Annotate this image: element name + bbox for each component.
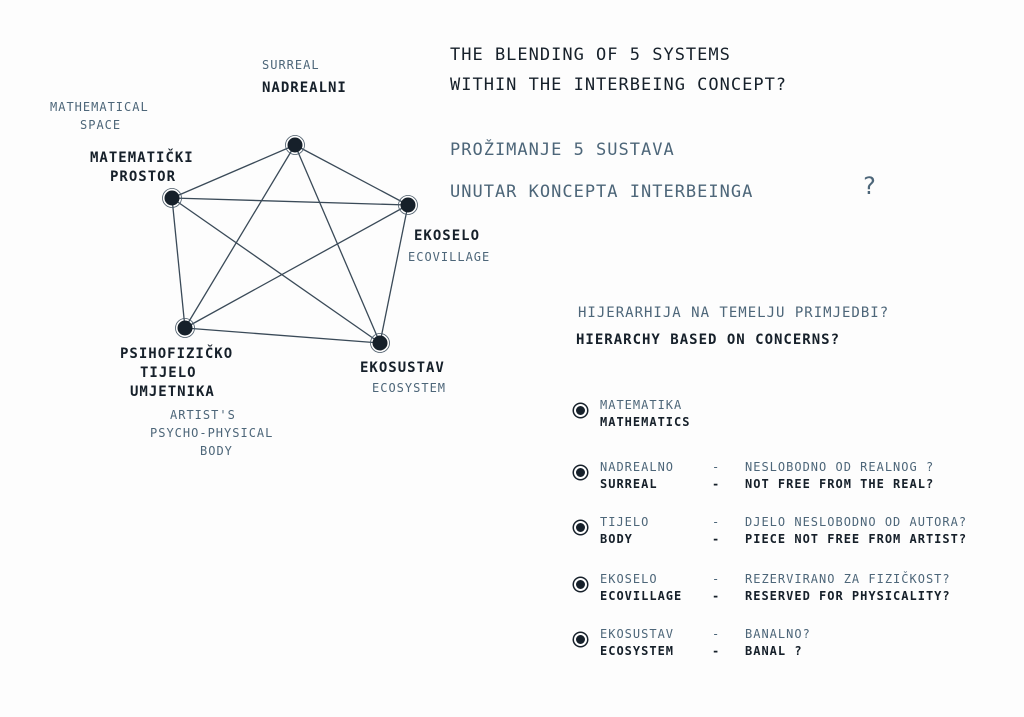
hierarchy-dash: - — [712, 627, 721, 641]
node-ekosustav — [372, 335, 388, 351]
hierarchy-item-hr: Tijelo — [600, 515, 650, 529]
hierarchy-dash: - — [712, 572, 721, 586]
node-sublabel-ecosystem: Ecosystem — [372, 381, 447, 395]
hierarchy-dash: - — [712, 589, 721, 603]
node-sublabel-mathematical: Mathematical — [50, 100, 149, 114]
node-label-prostor: prostor — [110, 169, 177, 185]
hierarchy-bullet-icon — [574, 633, 587, 646]
node-sublabel-surreal: Surreal — [262, 58, 320, 72]
hierarchy-item-hr: Matematika — [600, 398, 683, 412]
node-ring-tijelo — [175, 318, 195, 338]
hierarchy-dash: - — [712, 515, 721, 529]
node-tijelo — [177, 320, 193, 336]
hierarchy-note-hr: Rezervirano za fizičkost? — [745, 572, 951, 586]
node-label-tijelo: tijelo — [140, 365, 197, 381]
edge-ekoselo-ekosustav — [379, 204, 409, 344]
node-label-ekoselo: Ekoselo — [414, 228, 481, 244]
title-en-line2: within the interbeing concept? — [450, 75, 788, 95]
hierarchy-note-en: Piece not free from artist? — [745, 532, 968, 546]
hierarchy-note-en: Not free from the real? — [745, 477, 935, 491]
node-label-ekosustav: Ekosustav — [360, 360, 445, 376]
hierarchy-item-en: Surreal — [600, 477, 658, 491]
hierarchy-item-hr: Ekosustav — [600, 627, 675, 641]
hierarchy-note-hr: Neslobodno od realnog ? — [745, 460, 935, 474]
hierarchy-bullet-icon — [574, 404, 587, 417]
hierarchy-item-en: Body — [600, 532, 633, 546]
title-hr-line2: unutar koncepta interbeinga — [450, 182, 754, 202]
node-sublabel-body: body — [200, 444, 233, 458]
hierarchy-item-en: Ecovillage — [600, 589, 683, 603]
hierarchy-dash: - — [712, 460, 721, 474]
edge-nadrealni-ekoselo — [294, 144, 409, 206]
hierarchy-note-hr: Banalno? — [745, 627, 811, 641]
node-ring-ekoselo — [398, 195, 418, 215]
node-sublabel-psycho-physical: psycho-physical — [150, 426, 274, 440]
hierarchy-heading-hr: Hijerarhija na temelju primjedbi? — [578, 305, 890, 321]
node-ring-ekosustav — [370, 333, 390, 353]
edge-tijelo-ekosustav — [184, 327, 381, 344]
node-nadrealni — [287, 137, 303, 153]
hierarchy-bullet-icon — [574, 521, 587, 534]
node-label-umjetnika: umjetnika — [130, 384, 215, 400]
edge-matematicki-ekosustav — [171, 197, 381, 344]
node-ring-matematicki — [162, 188, 182, 208]
edge-ekoselo-tijelo — [184, 204, 409, 329]
node-sublabel-artists: Artist's — [170, 408, 236, 422]
hierarchy-heading-en: Hierarchy based on concerns? — [576, 332, 841, 348]
hierarchy-note-hr: Djelo neslobodno od autora? — [745, 515, 968, 529]
hierarchy-bullet-icon — [574, 466, 587, 479]
hierarchy-note-en: Reserved for physicality? — [745, 589, 951, 603]
hierarchy-item-en: Ecosystem — [600, 644, 675, 658]
edge-nadrealni-matematicki — [171, 144, 296, 199]
hierarchy-dash: - — [712, 477, 721, 491]
node-label-nadrealni: Nadrealni — [262, 80, 347, 96]
edge-matematicki-ekoselo — [171, 197, 409, 206]
node-label-psihofizicko: Psihofizičko — [120, 346, 234, 362]
hierarchy-dash: - — [712, 532, 721, 546]
title-en-line1: The blending of 5 systems — [450, 45, 731, 65]
hierarchy-dash: - — [712, 644, 721, 658]
node-label-matematicki: Matematički — [90, 150, 194, 166]
hierarchy-bullet-icon — [574, 578, 587, 591]
hierarchy-note-en: Banal ? — [745, 644, 803, 658]
edge-matematicki-tijelo — [171, 197, 186, 329]
title-hr-line1: Prožimanje 5 sustava — [450, 140, 675, 160]
hierarchy-item-hr: Ekoselo — [600, 572, 658, 586]
hierarchy-item-hr: Nadrealno — [600, 460, 675, 474]
node-sublabel-space: space — [80, 118, 122, 132]
node-matematicki — [164, 190, 180, 206]
node-ekoselo — [400, 197, 416, 213]
hierarchy-item-en: Mathematics — [600, 415, 691, 429]
node-ring-nadrealni — [285, 135, 305, 155]
title-hr-qmark: ? — [862, 172, 878, 200]
node-sublabel-ecovillage: Ecovillage — [408, 250, 491, 264]
edge-nadrealni-tijelo — [184, 144, 296, 329]
